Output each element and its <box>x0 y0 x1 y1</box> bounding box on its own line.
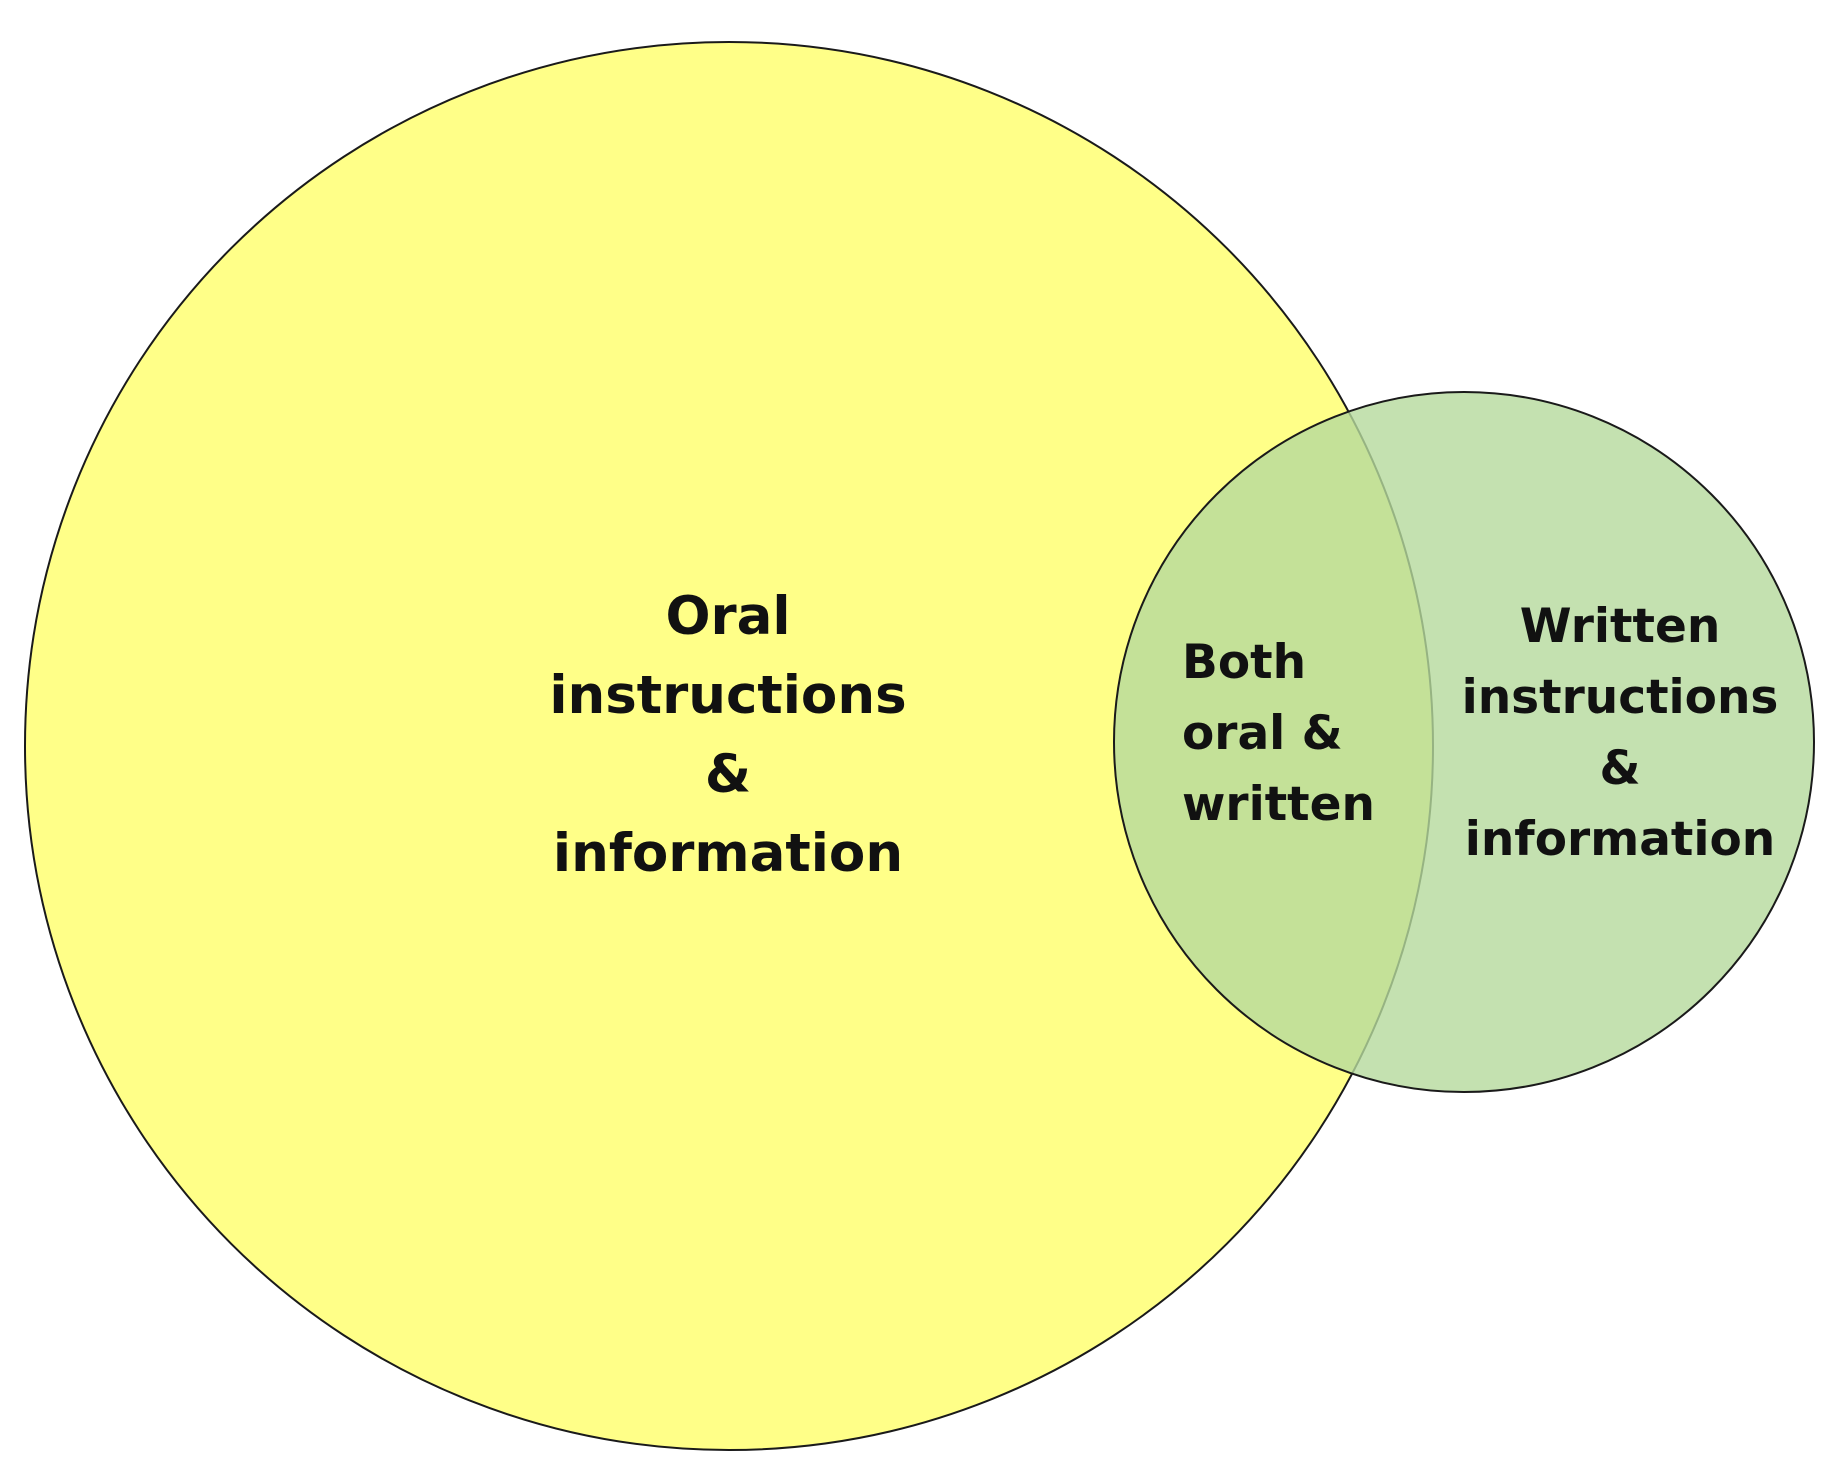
oral-label-line: instructions <box>549 665 906 726</box>
intersection-label-line: oral & <box>1182 706 1343 761</box>
intersection-label-line: written <box>1182 777 1375 832</box>
oral-label-line: Oral <box>665 586 790 647</box>
oral-label-line: information <box>553 823 903 884</box>
intersection-label-line: Both <box>1182 635 1306 690</box>
oral-label-line: & <box>705 744 751 805</box>
written-label-line: Written <box>1520 599 1721 654</box>
written-set-label: Written instructions & information <box>1462 599 1779 867</box>
written-label-line: instructions <box>1462 670 1779 725</box>
written-set-circle <box>1113 391 1815 1093</box>
oral-set-label: Oral instructions & information <box>549 586 906 884</box>
intersection-label: Both oral & written <box>1182 635 1375 832</box>
written-label-line: & <box>1600 741 1641 796</box>
written-label-line: information <box>1465 812 1776 867</box>
